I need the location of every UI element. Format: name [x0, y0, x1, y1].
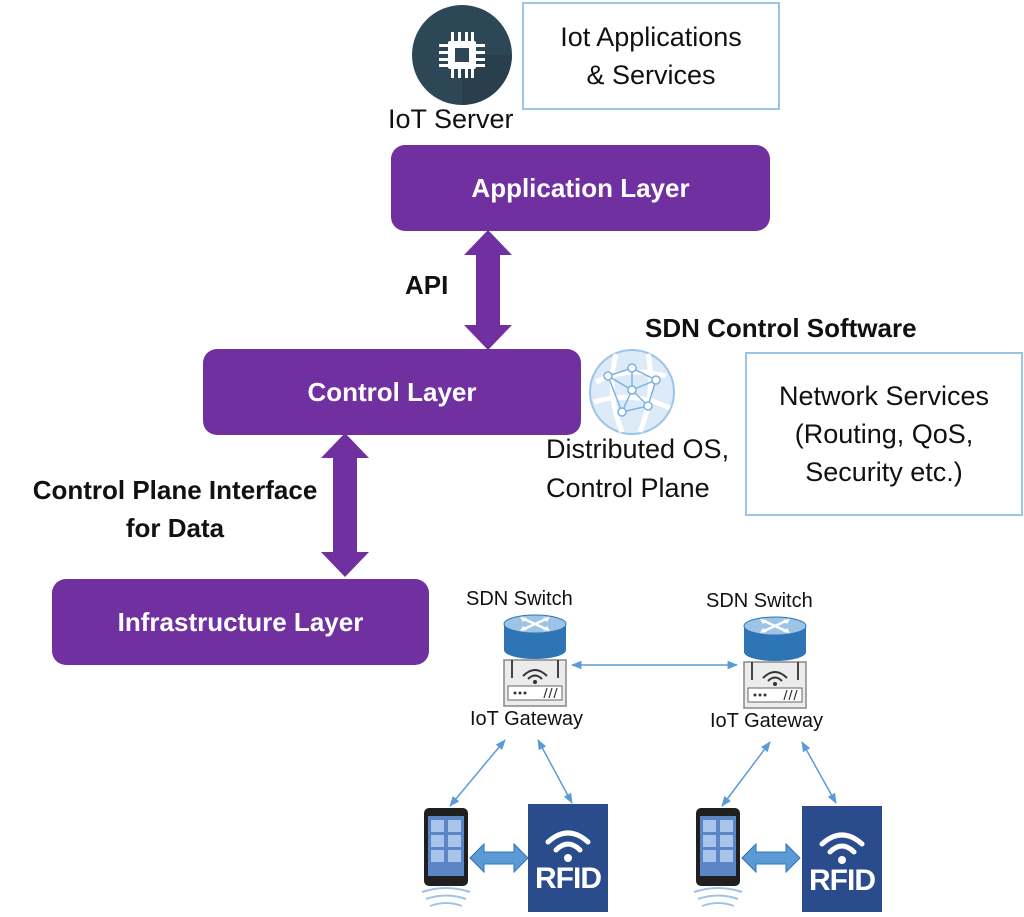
sdn-switch-node-1 [500, 612, 572, 708]
network-services-line3: Security etc.) [805, 457, 963, 487]
distributed-os-node [586, 346, 678, 438]
wifi-router-icon [743, 661, 807, 709]
gw2-phone-link [721, 741, 771, 807]
sdn-switch-label: SDN Switch [466, 588, 573, 610]
router-icon [743, 616, 807, 661]
blue-link-arrow-1 [468, 840, 530, 876]
sdn-switch-node-2 [740, 614, 812, 710]
control-layer: Control Layer [203, 349, 581, 435]
application-layer: Application Layer [391, 145, 770, 231]
api-double-arrow [464, 230, 512, 350]
gw1-phone-link [449, 739, 506, 807]
iot-server-node [408, 3, 516, 107]
rfid-tag-1: RFID [528, 804, 608, 912]
infrastructure-layer: Infrastructure Layer [52, 579, 429, 665]
network-services-line1: Network Services [778, 381, 990, 411]
iot-server-label: IoT Server [388, 104, 514, 134]
router-icon [503, 614, 567, 659]
smartphone-2 [690, 808, 750, 912]
rfid-label: RFID [535, 862, 602, 895]
wifi-router-icon [503, 659, 567, 707]
rfid-wave-icon [819, 832, 865, 864]
cpi-label: Control Plane Interface for Data [18, 471, 332, 547]
rfid-wave-icon [545, 830, 591, 862]
cpi-label-line1: Control Plane Interface [32, 475, 318, 505]
iot-applications-line2: & Services [586, 60, 716, 90]
iot-gateway-label: IoT Gateway [470, 708, 584, 730]
iot-applications-box: Iot Applications & Services [522, 2, 780, 110]
distributed-os-line1: Distributed OS, [546, 434, 730, 464]
sdn-switch-label: SDN Switch [706, 590, 813, 612]
cpu-chip-icon [412, 5, 512, 105]
rfid-label: RFID [809, 864, 876, 897]
sdn-control-software-label: SDN Control Software [645, 313, 917, 343]
iot-applications-line1: Iot Applications [560, 22, 742, 52]
iot-gateway-label: IoT Gateway [710, 710, 824, 732]
gw1-rfid-link [537, 739, 573, 804]
cpi-double-arrow [321, 433, 369, 577]
rfid-tag-2: RFID [802, 806, 882, 912]
double-arrow-icon [469, 842, 529, 874]
network-globe-icon [589, 349, 675, 435]
smartphone-icon [421, 808, 471, 907]
smartphone-icon [693, 808, 743, 907]
api-label: API [405, 270, 449, 300]
double-arrow-icon [741, 842, 801, 874]
smartphone-1 [418, 808, 478, 912]
cpi-label-line2: for Data [125, 513, 225, 543]
gw2-rfid-link [801, 741, 837, 804]
blue-link-arrow-2 [740, 840, 802, 876]
network-services-line2: (Routing, QoS, [794, 419, 974, 449]
distributed-os-line2: Control Plane [546, 473, 710, 503]
network-services-box: Network Services (Routing, QoS, Security… [745, 352, 1023, 516]
